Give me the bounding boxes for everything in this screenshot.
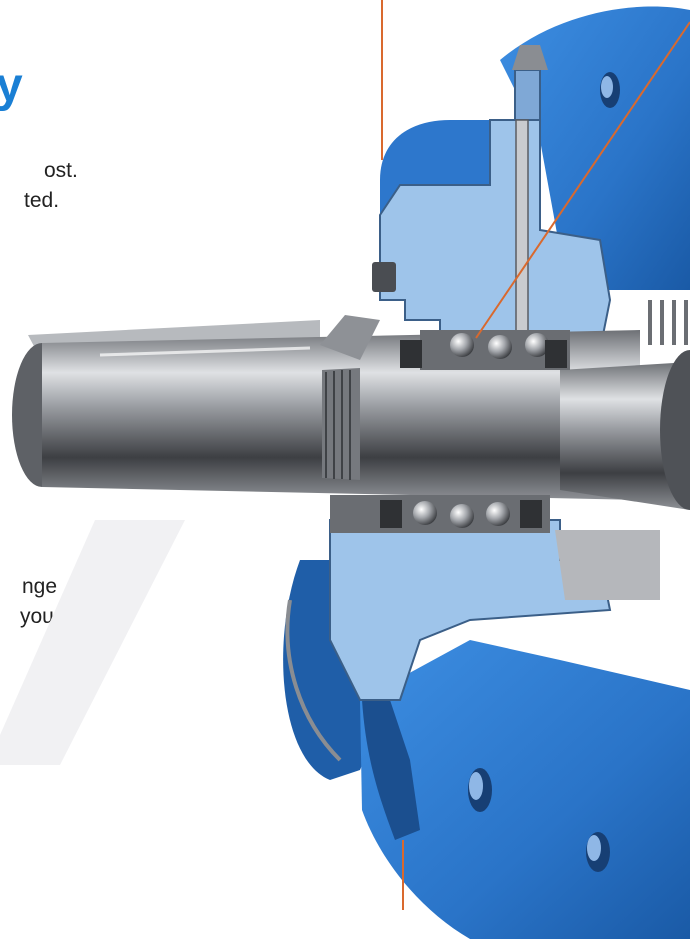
text-fragment: ted. — [24, 190, 59, 211]
text-fragment: nge — [22, 576, 57, 597]
text-fragment-line: nge — [22, 575, 58, 598]
text-fragment-line: you — [20, 605, 54, 628]
text-fragment-line: ost. — [44, 159, 78, 182]
callout-leaders — [381, 0, 690, 910]
lube-channel — [515, 119, 529, 361]
bearing-set — [330, 330, 570, 533]
seal-ring — [320, 315, 380, 360]
spring — [648, 300, 688, 345]
headline-fragment: y — [0, 62, 23, 110]
watermark-mark — [0, 520, 185, 765]
headline-text: y — [0, 59, 23, 112]
housing-section — [329, 45, 660, 701]
text-fragment-line: ted. — [24, 189, 60, 212]
shaft — [12, 320, 690, 510]
text-fragment: you — [20, 606, 54, 627]
text-fragment: ost. — [44, 160, 78, 181]
grub-screw — [372, 262, 396, 292]
